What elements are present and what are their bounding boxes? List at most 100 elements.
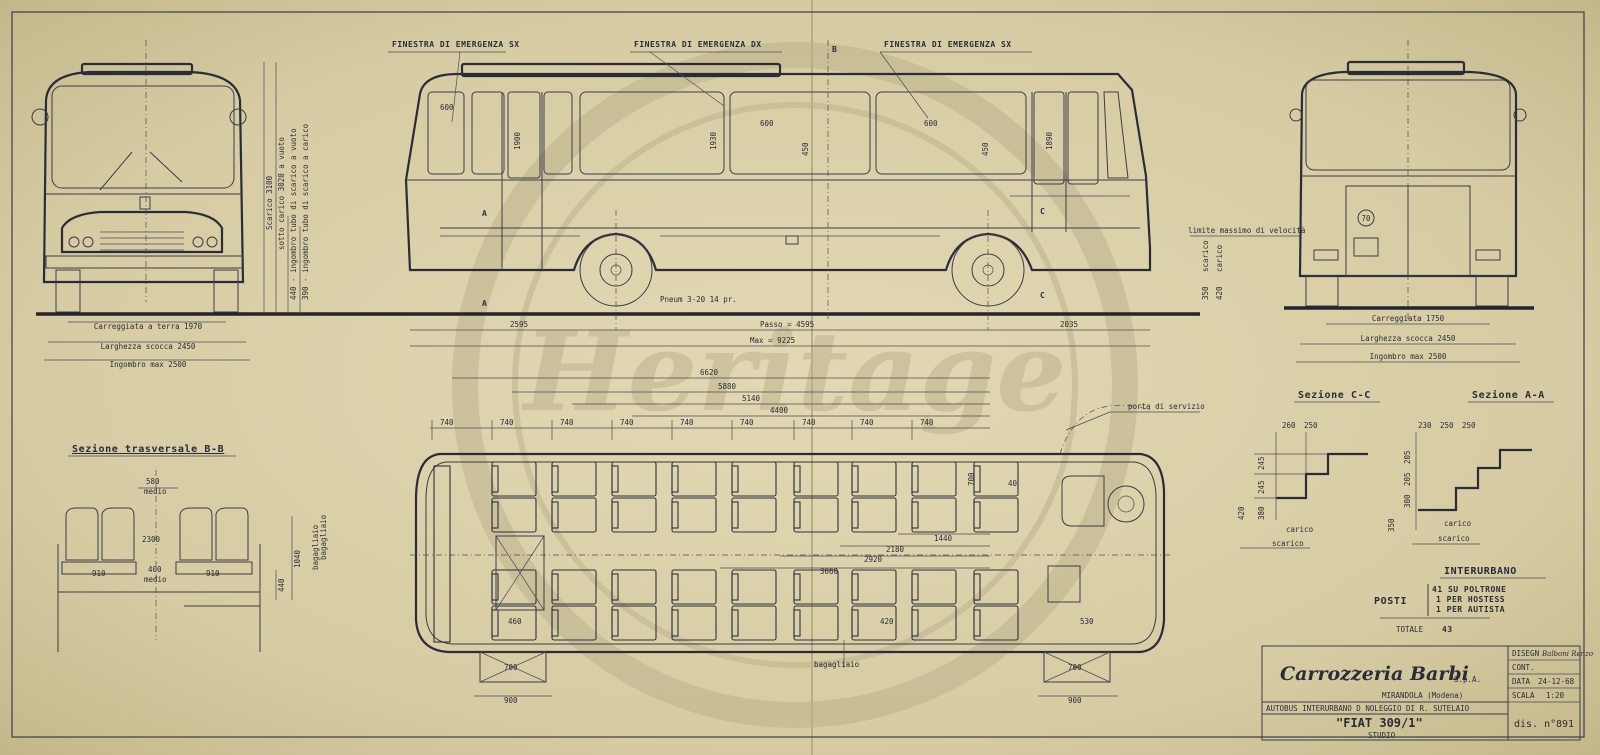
seats-row-right: [491, 569, 1019, 641]
plan-d6620: 6620: [700, 368, 719, 377]
bb-medio2: medio: [144, 575, 167, 584]
front-h-390: 390 - ingombro tubo di scarico a carico: [301, 123, 310, 300]
tb-data: 24-12-68: [1538, 677, 1575, 686]
front-view: Carreggiata a terra 1970 Larghezza scocc…: [31, 40, 1200, 369]
tb-cont-label: CONT.: [1512, 663, 1535, 672]
tb-spa: S.p.A.: [1454, 675, 1481, 684]
section-aa: Sezione A-A 230 250 250 205 205 300 350 …: [1387, 389, 1554, 545]
side-d1900: 1900: [513, 131, 522, 150]
bb-d910a: 910: [92, 569, 106, 578]
tb-model: "FIAT 309/1": [1336, 716, 1423, 730]
bb-bagagliaio: bagagliaio: [319, 514, 328, 560]
aa-d300: 300: [1403, 494, 1412, 508]
aa-d250a: 250: [1440, 421, 1454, 430]
front-carreggiata: Carreggiata a terra 1970: [94, 322, 203, 331]
aa-carico: carico: [1444, 519, 1472, 528]
pitch-label-9: 740: [920, 418, 934, 427]
plan-d3660: 3660: [820, 567, 839, 576]
front-ingombro: Ingombro max 2500: [110, 360, 187, 369]
side-mark-c-bottom: C: [1040, 291, 1045, 300]
plan-d900-right: 900: [1068, 696, 1082, 705]
title-block: Carrozzeria Barbi S.p.A. MIRANDOLA (Mode…: [1261, 645, 1593, 741]
section-cc-title: Sezione C-C: [1298, 389, 1371, 401]
side-d1890: 1890: [1045, 131, 1054, 150]
tb-scala-label: SCALA: [1512, 691, 1535, 700]
side-emerg-sx-1: FINESTRA DI EMERGENZA SX: [392, 40, 520, 49]
cc-d420: 420: [1237, 506, 1246, 520]
seat-pair-left-7: [851, 461, 897, 533]
tb-dis-label: dis. n°: [1514, 719, 1556, 730]
seating-line2: 1 PER HOSTESS: [1436, 595, 1505, 604]
seat-pair-left-8: [911, 461, 957, 533]
section-bb-title: Sezione trasversale B-B: [72, 443, 224, 455]
cc-scarico: scarico: [1272, 539, 1304, 548]
watermark: Heritage: [452, 42, 1138, 728]
tb-dis-no: 891: [1556, 719, 1574, 730]
watermark-text: Heritage: [521, 307, 1067, 436]
side-d350: 350: [1201, 286, 1210, 300]
plan-d40: 40: [1008, 479, 1018, 488]
side-d600c: 600: [924, 119, 938, 128]
bb-d400: 400: [148, 565, 162, 574]
tb-city: MIRANDOLA (Modena): [1382, 691, 1463, 700]
cc-carico: carico: [1286, 525, 1314, 534]
plan-d1440: 1440: [934, 534, 953, 543]
side-mark-c-top: C: [1040, 207, 1045, 216]
seat-pair-left-9: [973, 461, 1019, 533]
plan-d700-left: 700: [504, 663, 518, 672]
tb-data-label: DATA: [1512, 677, 1531, 686]
aa-scarico: scarico: [1438, 534, 1470, 543]
seat-pair-left-6: [793, 461, 839, 533]
bb-d2300: 2300: [142, 535, 161, 544]
pitch-label-7: 740: [802, 418, 816, 427]
pitch-label-4: 740: [620, 418, 634, 427]
section-cc: Sezione C-C 260 250 245 245 380 420 cari…: [1237, 389, 1380, 549]
plan-d5880: 5880: [718, 382, 737, 391]
cc-d260: 260: [1282, 421, 1296, 430]
side-limite: limite massimo di velocità: [1188, 226, 1305, 235]
seating-line1: 41 SU POLTRONE: [1432, 585, 1506, 594]
aa-d250b: 250: [1462, 421, 1476, 430]
seating-summary: INTERURBANO POSTI 41 SU POLTRONE 1 PER H…: [1374, 566, 1546, 634]
seat-pair-right-9: [973, 569, 1019, 641]
plan-bagagliaio-side: bagagliaio: [311, 524, 320, 570]
plan-d900-left: 900: [504, 696, 518, 705]
tb-disegn-sign: Balboni Renzo: [1541, 650, 1593, 658]
tb-scala: 1:20: [1546, 691, 1565, 700]
rear-carreggiata: Carreggiata 1750: [1372, 314, 1445, 323]
rear-view: 70 Carreggiata 1750 Larghezza scocca 245…: [1284, 40, 1534, 363]
seat-pair-left-5: [731, 461, 777, 533]
plan-d420: 420: [880, 617, 894, 626]
bb-d1040: 1040: [293, 549, 302, 568]
seat-pair-left-2: [551, 461, 597, 533]
plan-d2180: 2180: [886, 545, 905, 554]
tb-description: AUTOBUS INTERURBANO D NOLEGGIO DI R. SUT…: [1266, 704, 1470, 713]
plan-porta: porta di servizio: [1128, 402, 1205, 411]
cc-d245b: 245: [1257, 480, 1266, 494]
cc-d380: 380: [1257, 506, 1266, 520]
aa-d205a: 205: [1403, 450, 1412, 464]
side-d420: 420: [1215, 286, 1224, 300]
seat-pair-right-3: [611, 569, 657, 641]
bb-d440: 440: [277, 578, 286, 592]
front-h-440: 440 - ingombro tubo di scarico a vuoto: [289, 128, 298, 300]
seating-line3: 1 PER AUTISTA: [1436, 605, 1505, 614]
aa-d230: 230: [1418, 421, 1432, 430]
plan-d2920: 2920: [864, 555, 883, 564]
seat-pair-right-1: [491, 569, 537, 641]
drawing-border: [11, 11, 1585, 738]
side-scarico: scarico: [1201, 240, 1210, 272]
side-max-len: Max = 9225: [750, 336, 795, 345]
seat-pair-left-1: [491, 461, 537, 533]
side-passo: Passo = 4595: [760, 320, 814, 329]
plan-d5140: 5140: [742, 394, 761, 403]
cc-d245a: 245: [1257, 456, 1266, 470]
seat-pair-right-4: [671, 569, 717, 641]
pitch-label-8: 740: [860, 418, 874, 427]
front-h-3020: sotto carico 3020 a vuoto: [277, 137, 286, 250]
side-d600a: 600: [440, 103, 454, 112]
seat-pair-right-8: [911, 569, 957, 641]
